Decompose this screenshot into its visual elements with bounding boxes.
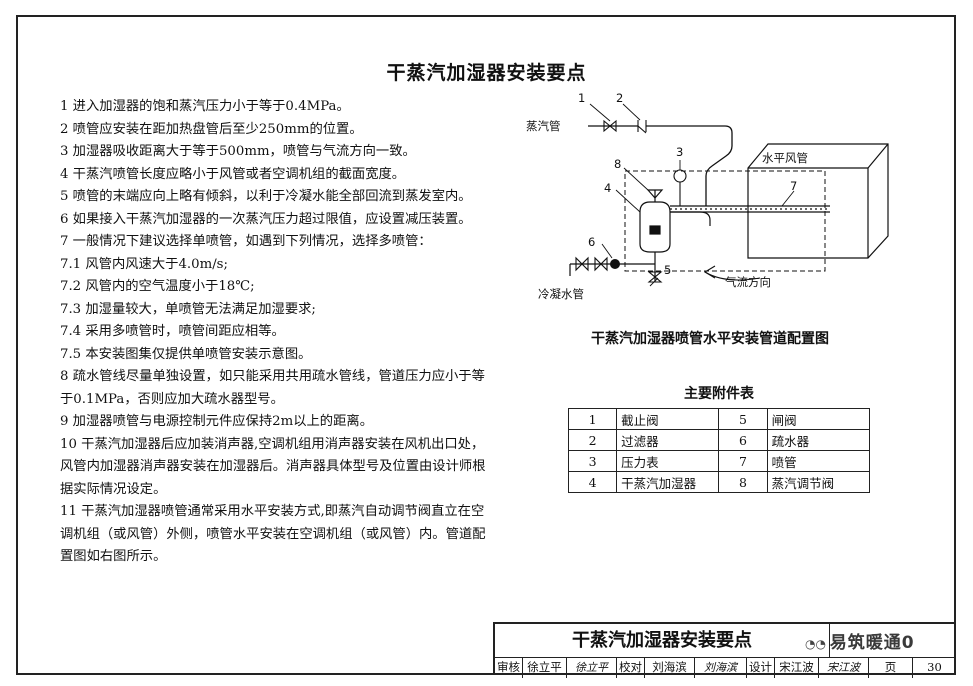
- table-row: 3 压力表 7 喷管: [567, 450, 871, 472]
- note-7: 7 一般情况下建议选择单喷管，如遇到下列情况，选择多喷管：: [60, 234, 432, 249]
- callout-3: 3: [676, 145, 683, 159]
- design-signature: 宋江波: [819, 658, 869, 678]
- wechat-icon: ◔◔: [805, 637, 826, 651]
- note-11: 11 干蒸汽加湿器喷管通常采用水平安装方式,即蒸汽自动调节阀直立在空调机组（或风…: [60, 504, 486, 564]
- humidifier-unit-outline: [624, 170, 826, 272]
- label-duct: 水平风管: [762, 151, 808, 165]
- airflow-arrow: [703, 265, 761, 281]
- watermark-suffix: 0: [901, 633, 915, 653]
- watermark: ◔◔ 易筑暖通0: [805, 628, 915, 653]
- review-name: 徐立平: [523, 658, 567, 678]
- table-row: 1 截止阀 5 闸阀: [567, 408, 871, 430]
- check-signature: 刘海滨: [695, 658, 747, 678]
- note-7-1: 7.1 风管内风速大于4.0m/s;: [60, 256, 228, 272]
- table-row: 4 干蒸汽加湿器 8 蒸汽调节阀: [567, 471, 871, 493]
- callout-1: 1: [578, 91, 585, 105]
- label-steam-pipe: 蒸汽管: [526, 119, 561, 133]
- piping-diagram: 1 2 3 4 5 6 7 8 蒸汽管 水平风管 冷凝水管 气流方向: [526, 91, 889, 301]
- duct-outline: [747, 143, 889, 259]
- parts-table: 1 截止阀 5 闸阀 2 过滤器 6 疏水器 3 压力表 7 喷管 4 干蒸汽加…: [567, 408, 871, 493]
- note-1: 1 进入加湿器的饱和蒸汽压力小于等于0.4MPa。: [60, 99, 350, 114]
- note-6: 6 如果接入干蒸汽加湿器的一次蒸汽压力超过限值，应设置减压装置。: [60, 211, 472, 227]
- note-7-5: 7.5 本安装图集仅提供单喷管安装示意图。: [60, 346, 312, 362]
- filter-symbol: [637, 120, 647, 134]
- page-label: 页: [869, 658, 913, 678]
- label-airflow: 气流方向: [725, 275, 771, 289]
- note-7-4: 7.4 采用多喷管时，喷管间距应相等。: [60, 324, 285, 339]
- note-9: 9 加湿器喷管与电源控制元件应保持2m以上的距离。: [60, 414, 373, 429]
- callout-6: 6: [588, 235, 595, 249]
- review-label: 审核: [495, 658, 523, 678]
- callout-7: 7: [790, 179, 797, 193]
- note-10: 10 干蒸汽加湿器后应加装消声器,空调机组用消声器安装在风机出口处，风管内加湿器…: [60, 436, 486, 497]
- note-7-2: 7.2 风管内的空气温度小于18℃;: [60, 279, 255, 294]
- callout-8: 8: [614, 157, 621, 171]
- diagram-caption: 干蒸汽加湿器喷管水平安装管道配置图: [591, 331, 829, 347]
- spray-pipe: [670, 205, 830, 226]
- drawing-frame: [16, 15, 956, 675]
- humidifier-body: [639, 189, 671, 253]
- pressure-gauge-symbol: [673, 169, 687, 206]
- table-row: 2 过滤器 6 疏水器: [567, 429, 871, 451]
- title-block-title: 干蒸汽加湿器安装要点: [495, 624, 830, 657]
- callout-2: 2: [616, 91, 623, 105]
- note-3: 3 加湿器吸收距离大于等于500mm，喷管与气流方向一致。: [60, 144, 416, 159]
- callout-leaders: [589, 103, 795, 287]
- notes-list: 1 进入加湿器的饱和蒸汽压力小于等于0.4MPa。 2 喷管应安装在距加热盘管后…: [60, 96, 490, 569]
- note-4: 4 干蒸汽喷管长度应略小于风管或者空调机组的截面宽度。: [60, 166, 406, 182]
- steam-pipe: [588, 125, 733, 206]
- parts-table-title: 主要附件表: [684, 386, 754, 402]
- page-number: 30: [927, 660, 942, 674]
- page-title: 干蒸汽加湿器安装要点: [386, 62, 587, 84]
- watermark-text: 易筑暖通: [829, 633, 902, 653]
- design-label: 设计: [747, 658, 775, 678]
- note-7-3: 7.3 加湿量较大，单喷管无法满足加湿要求;: [60, 301, 316, 317]
- title-block: 干蒸汽加湿器安装要点 审核 徐立平 徐立平 校对 刘海滨 刘海滨 设计 宋江波 …: [493, 622, 956, 678]
- note-8: 8 疏水管线尽量单独设置，如只能采用共用疏水管线，管道压力应小于等于0.1MPa…: [60, 369, 485, 407]
- review-signature: 徐立平: [567, 658, 617, 678]
- check-name: 刘海滨: [645, 658, 695, 678]
- design-name: 宋江波: [775, 658, 819, 678]
- callout-4: 4: [604, 181, 611, 195]
- callout-5: 5: [664, 263, 671, 277]
- title-block-signatures: 审核 徐立平 徐立平 校对 刘海滨 刘海滨 设计 宋江波 宋江波 页 30: [495, 657, 956, 678]
- steam-trap-symbol: [610, 259, 620, 269]
- note-2: 2 喷管应安装在距加热盘管后至少250mm的位置。: [60, 121, 363, 137]
- note-5: 5 喷管的末端应向上略有倾斜，以利于冷凝水能全部回流到蒸发室内。: [60, 189, 472, 204]
- shutoff-valve-symbol: [603, 119, 617, 133]
- check-label: 校对: [617, 658, 645, 678]
- label-condensate-pipe: 冷凝水管: [538, 287, 584, 301]
